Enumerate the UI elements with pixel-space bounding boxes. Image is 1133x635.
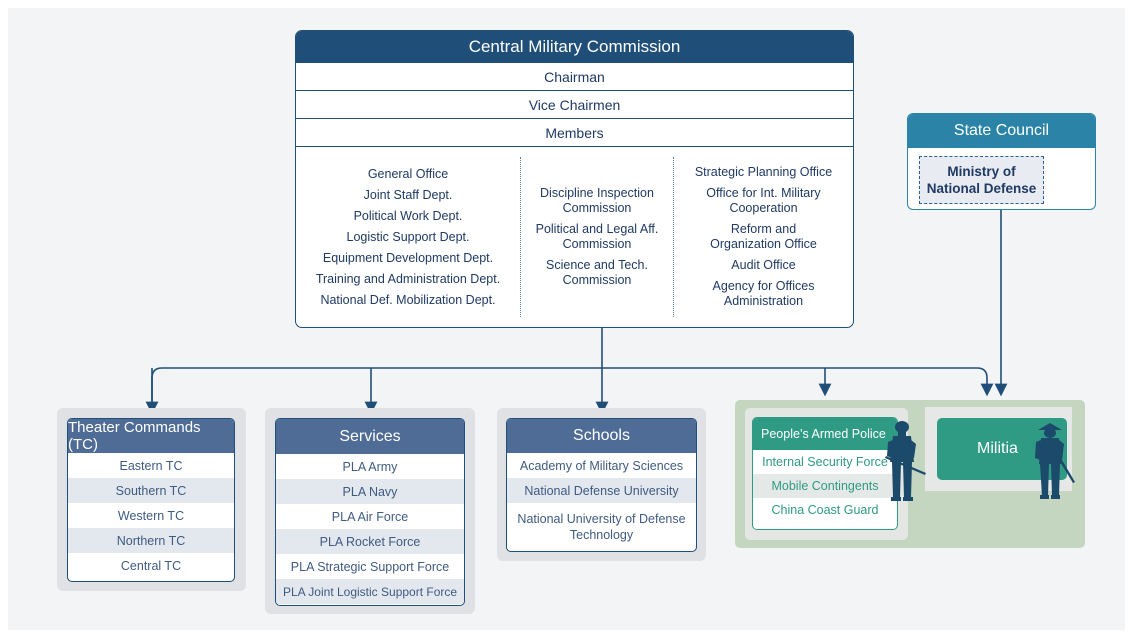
department-item: Training and Administration Dept.: [315, 271, 501, 286]
pap-item: China Coast Guard: [771, 503, 879, 517]
school-item: National University of Defense Technolog…: [517, 512, 686, 542]
service-item: PLA Navy: [276, 479, 464, 504]
office-item: Audit Office: [731, 258, 796, 272]
soldier-icon: [1035, 423, 1075, 499]
office-item: Strategic Planning Office: [694, 165, 833, 179]
pap-item: Internal Security Force: [762, 455, 888, 469]
cmc-offices-column: Strategic Planning Office Office for Int…: [672, 147, 853, 327]
department-item: Political Work Dept.: [353, 208, 463, 223]
state-council-title: State Council: [908, 114, 1095, 148]
theater-item: Northern TC: [68, 528, 234, 553]
pap-box: People’s Armed Police Internal Security …: [752, 417, 898, 530]
department-item: Joint Staff Dept.: [363, 187, 453, 202]
office-item: Agency for Offices Administration: [712, 279, 815, 308]
department-item: Logistic Support Dept.: [346, 229, 470, 244]
service-item: PLA Rocket Force: [276, 529, 464, 554]
service-item: PLA Strategic Support Force: [290, 559, 450, 574]
service-item: PLA Air Force: [331, 509, 409, 524]
department-item: National Def. Mobilization Dept.: [320, 292, 496, 307]
office-item: Office for Int. Military Cooperation: [706, 186, 821, 215]
department-item: Equipment Development Dept.: [322, 250, 494, 265]
school-item: National Defense University: [507, 478, 696, 503]
theater-commands-title: Theater Commands (TC): [68, 419, 234, 453]
department-item: General Office: [367, 166, 449, 181]
ministry-of-national-defense: Ministry of National Defense: [919, 156, 1044, 204]
services-title: Services: [276, 419, 464, 454]
soldier-icon: [885, 421, 926, 501]
theater-item: Southern TC: [68, 478, 234, 503]
service-item: PLA Army: [342, 459, 398, 474]
pap-item: Mobile Contingents: [753, 474, 897, 498]
cmc-departments-column: General Office Joint Staff Dept. Politic…: [296, 147, 520, 327]
schools-box: Schools Academy of Military Sciences Nat…: [506, 418, 697, 552]
commission-item: Political and Legal Aff. Commission: [535, 222, 659, 251]
cmc-commissions-column: Discipline Inspection Commission Politic…: [520, 157, 674, 317]
commission-item: Science and Tech. Commission: [546, 258, 648, 287]
cmc-title: Central Military Commission: [296, 31, 853, 63]
office-item: Reform and Organization Office: [710, 222, 817, 251]
school-item: Academy of Military Sciences: [519, 458, 684, 473]
theater-item: Eastern TC: [119, 458, 183, 473]
service-item: PLA Joint Logistic Support Force: [276, 579, 464, 604]
cmc-vice-chairmen: Vice Chairmen: [296, 91, 853, 119]
services-box: Services PLA Army PLA Navy PLA Air Force…: [275, 418, 465, 606]
cmc-box: Central Military Commission Chairman Vic…: [295, 30, 854, 328]
militia-title: Militia: [977, 440, 1018, 457]
commission-item: Discipline Inspection Commission: [540, 186, 654, 215]
theater-item: Central TC: [120, 558, 182, 573]
state-council-box: State Council Ministry of National Defen…: [907, 113, 1096, 210]
theater-item: Western TC: [117, 508, 185, 523]
theater-commands-box: Theater Commands (TC) Eastern TC Souther…: [67, 418, 235, 582]
cmc-chairman: Chairman: [296, 63, 853, 91]
cmc-departments: General Office Joint Staff Dept. Politic…: [296, 147, 853, 327]
schools-title: Schools: [507, 419, 696, 453]
cmc-members: Members: [296, 119, 853, 147]
pap-title: People’s Armed Police: [753, 418, 897, 450]
